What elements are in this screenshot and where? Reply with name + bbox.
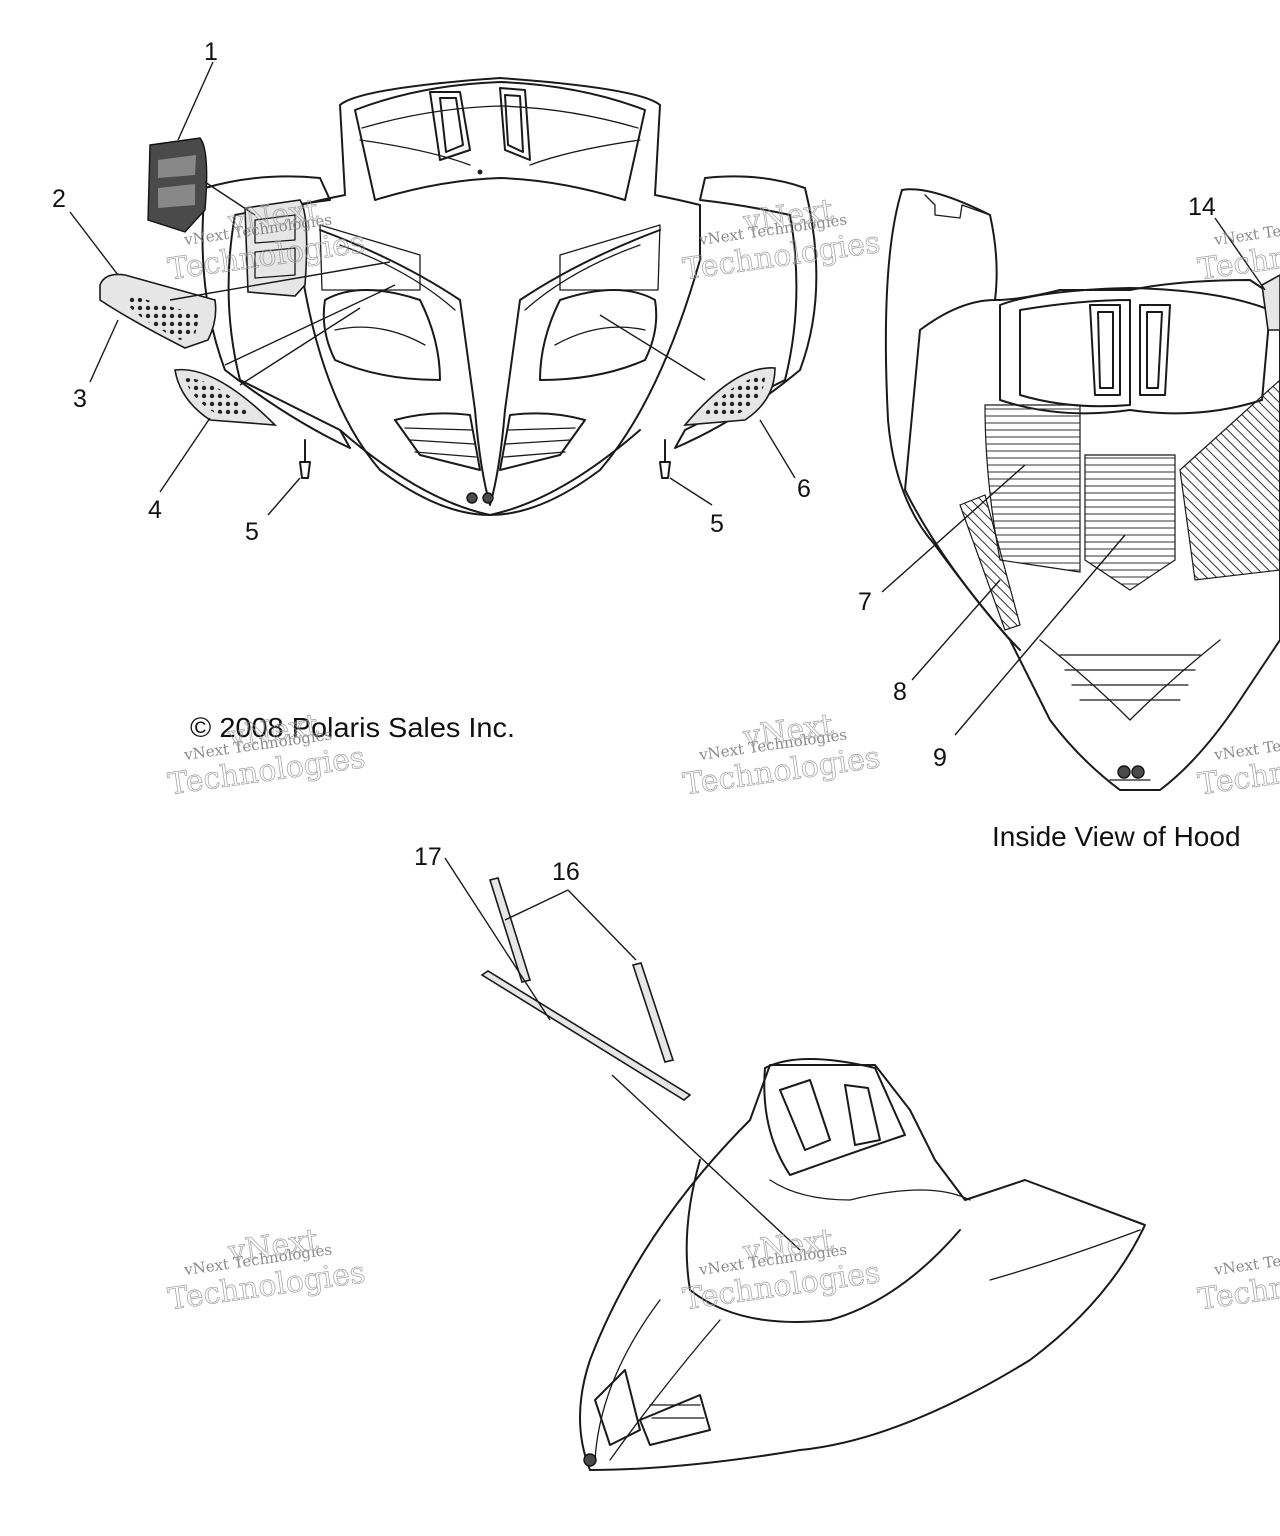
leader-lines-inside bbox=[881, 217, 1266, 736]
inside-view-caption: Inside View of Hood bbox=[992, 821, 1241, 852]
copyright-text: © 2008 Polaris Sales Inc. bbox=[190, 712, 515, 743]
callout-8: 8 bbox=[893, 678, 907, 706]
callout-5-right: 5 bbox=[710, 510, 724, 538]
hood-angle-view bbox=[579, 1058, 1146, 1471]
part-16-strips bbox=[488, 877, 675, 1063]
callout-4: 4 bbox=[148, 496, 162, 524]
leader-lines-front bbox=[69, 61, 796, 516]
callout-1: 1 bbox=[204, 38, 218, 66]
hood-inside-view bbox=[884, 188, 1280, 791]
part-17-strip bbox=[444, 857, 801, 1251]
callout-16: 16 bbox=[552, 858, 580, 886]
callout-14: 14 bbox=[1188, 193, 1216, 221]
callout-7: 7 bbox=[858, 588, 872, 616]
callout-numbers: 1 2 3 4 5 5 6 7 8 9 14 16 17 bbox=[52, 38, 1216, 886]
callout-5-left: 5 bbox=[245, 518, 259, 546]
callout-3: 3 bbox=[73, 385, 87, 413]
callout-2: 2 bbox=[52, 185, 66, 213]
callout-17: 17 bbox=[414, 843, 442, 871]
callout-9: 9 bbox=[933, 744, 947, 772]
hood-front-view bbox=[99, 77, 818, 516]
callout-6: 6 bbox=[797, 475, 811, 503]
